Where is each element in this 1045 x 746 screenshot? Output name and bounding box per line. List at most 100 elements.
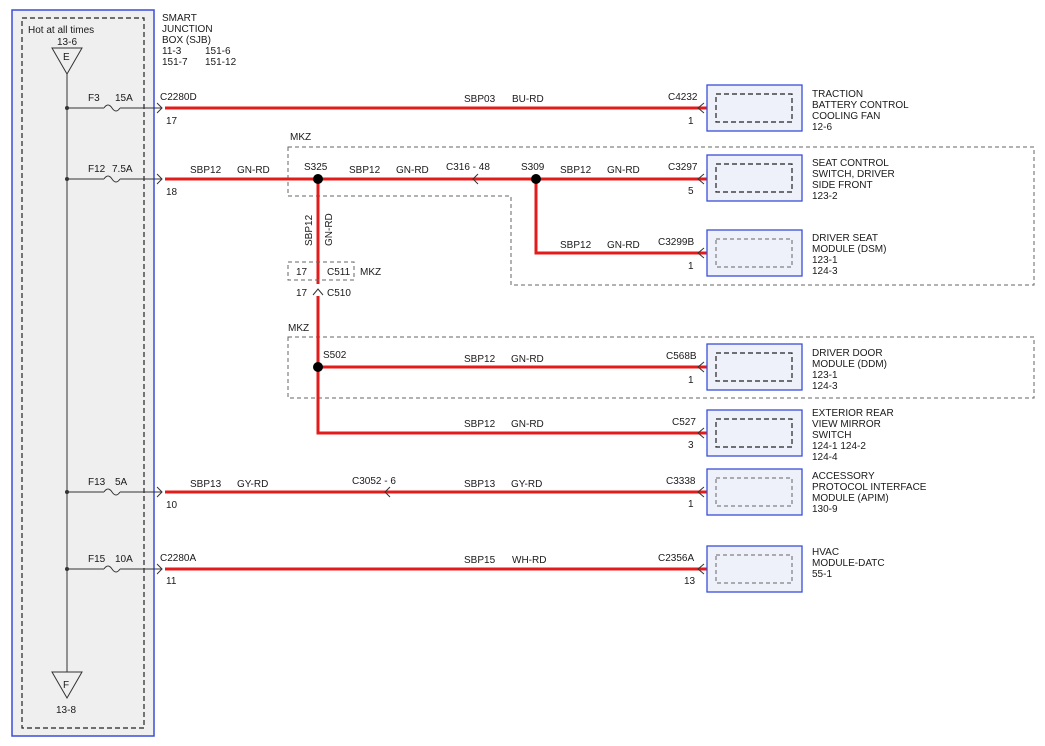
- terminal-f-triangle: [51, 671, 83, 700]
- component-apim[interactable]: [697, 468, 803, 516]
- component-hvac-module[interactable]: [697, 545, 803, 593]
- component-exterior-mirror-switch[interactable]: [697, 409, 803, 457]
- fuse-f3[interactable]: F3 15A: [65, 93, 163, 114]
- inline-connector-c316-icon: [472, 173, 479, 185]
- pin-c2356a: 13: [684, 576, 696, 587]
- connector-c568b: C568B: [666, 351, 697, 362]
- comp4-line2: VIEW MIRROR: [812, 419, 881, 430]
- sjb-name-3: BOX (SJB): [162, 35, 211, 46]
- mkz-label-top: MKZ: [290, 132, 311, 143]
- fuse-f12-rating: 7.5A: [112, 164, 133, 175]
- fuse-f13-id: F13: [88, 477, 106, 488]
- fuse-f3-rating: 15A: [115, 93, 133, 104]
- splice-s309[interactable]: [531, 174, 541, 184]
- fuse-f15-rating: 10A: [115, 554, 133, 565]
- c511-pin: 17: [296, 267, 308, 278]
- wire-label-gnrd-mirror: GN-RD: [511, 419, 544, 430]
- comp4-line4: 124-1 124-2: [812, 441, 866, 452]
- comp0-line3: COOLING FAN: [812, 111, 880, 122]
- wire-label-sbp12-vertical: SBP12: [304, 214, 315, 246]
- wire-label-gyrd-a: GY-RD: [237, 479, 268, 490]
- comp4-line1: EXTERIOR REAR: [812, 408, 894, 419]
- wire-label-sbp12-a: SBP12: [190, 165, 222, 176]
- component-driver-door-module[interactable]: [697, 343, 803, 391]
- comp5-line2: PROTOCOL INTERFACE: [812, 482, 927, 493]
- wire-label-sbp12-mirror: SBP12: [464, 419, 496, 430]
- comp3-line2: MODULE (DDM): [812, 359, 887, 370]
- comp5-line1: ACCESSORY: [812, 471, 875, 482]
- fuse-f12-id: F12: [88, 164, 106, 175]
- wire-label-gnrd-dsm: GN-RD: [607, 240, 640, 251]
- wire-sbp12-vertical-lower[interactable]: [316, 296, 708, 435]
- connector-c4232: C4232: [668, 92, 698, 103]
- c510-label: C510: [327, 288, 351, 299]
- comp1-line3: SIDE FRONT: [812, 180, 873, 191]
- inline-connector-c3052-icon: [384, 486, 391, 498]
- mkz-region-door: [287, 336, 1035, 399]
- connector-c3338: C3338: [666, 476, 696, 487]
- comp3-line4: 124-3: [812, 381, 838, 392]
- splice-s502[interactable]: [313, 362, 323, 372]
- pin-c3338: 1: [688, 499, 694, 510]
- wire-label-gnrd-ddm: GN-RD: [511, 354, 544, 365]
- fuse-f3-id: F3: [88, 93, 100, 104]
- sjb-name-1: SMART: [162, 13, 197, 24]
- c510-connector-icon: [312, 288, 324, 296]
- sjb-ref-2b: 151-12: [205, 57, 237, 68]
- sjb-pin-18: 18: [166, 187, 178, 198]
- terminal-f-label: F: [63, 680, 69, 691]
- pin-c3299b: 1: [688, 261, 694, 272]
- connector-c3299b: C3299B: [658, 237, 694, 248]
- comp4-line5: 124-4: [812, 452, 838, 463]
- wire-label-sbp13-b: SBP13: [464, 479, 496, 490]
- wire-label-bu-rd: BU-RD: [512, 94, 544, 105]
- wire-label-gnrd-b: GN-RD: [396, 165, 429, 176]
- wire-label-sbp12-ddm: SBP12: [464, 354, 496, 365]
- inline-connector-c316-label: C316 - 48: [446, 162, 490, 173]
- sjb-ref-2a: 151-7: [162, 57, 188, 68]
- sjb-name-2: JUNCTION: [162, 24, 213, 35]
- wire-label-sbp12-c: SBP12: [560, 165, 592, 176]
- wire-label-gnrd-c: GN-RD: [607, 165, 640, 176]
- wire-sbp12-dsm[interactable]: [534, 179, 708, 255]
- splice-s325[interactable]: [313, 174, 323, 184]
- wire-label-sbp12-dsm: SBP12: [560, 240, 592, 251]
- sjb-box[interactable]: [11, 9, 155, 737]
- splice-s309-label: S309: [521, 162, 545, 173]
- comp1-line2: SWITCH, DRIVER: [812, 169, 895, 180]
- comp1-line4: 123-2: [812, 191, 838, 202]
- sjb-pin-11: 11: [166, 576, 177, 587]
- splice-s325-label: S325: [304, 162, 328, 173]
- hot-at-all-times-label: Hot at all times: [28, 25, 94, 36]
- comp2-line3: 123-1: [812, 255, 838, 266]
- comp6-line2: MODULE-DATC: [812, 558, 885, 569]
- wire-label-gnrd-vertical: GN-RD: [324, 213, 335, 246]
- bottom-ref: 13-8: [56, 705, 76, 716]
- wire-label-sbp12-b: SBP12: [349, 165, 381, 176]
- mkz-label-door: MKZ: [288, 323, 309, 334]
- component-driver-seat-module[interactable]: [697, 229, 803, 277]
- comp0-line4: 12-6: [812, 122, 832, 133]
- wire-label-wh-rd: WH-RD: [512, 555, 546, 566]
- connector-c3297: C3297: [668, 162, 698, 173]
- comp2-line2: MODULE (DSM): [812, 244, 886, 255]
- comp6-line3: 55-1: [812, 569, 832, 580]
- wire-label-sbp15: SBP15: [464, 555, 496, 566]
- component-seat-control-switch[interactable]: [697, 154, 803, 202]
- fuse-f12[interactable]: F12 7.5A: [65, 164, 163, 185]
- connector-c2356a: C2356A: [658, 553, 694, 564]
- splice-s502-label: S502: [323, 350, 347, 361]
- fuse-f13[interactable]: F13 5A: [65, 477, 163, 498]
- fuse-f15[interactable]: F15 10A: [65, 554, 163, 575]
- comp1-line1: SEAT CONTROL: [812, 158, 889, 169]
- c511-mkz-tag: MKZ: [360, 267, 381, 278]
- c510-pin: 17: [296, 288, 308, 299]
- comp2-line1: DRIVER SEAT: [812, 233, 878, 244]
- component-traction-battery-fan[interactable]: [697, 84, 803, 132]
- wire-label-gyrd-b: GY-RD: [511, 479, 542, 490]
- sjb-ref-1a: 11-3: [162, 46, 182, 57]
- pin-c568b: 1: [688, 375, 694, 386]
- c511-label: C511: [327, 267, 351, 278]
- fuse-f13-rating: 5A: [115, 477, 128, 488]
